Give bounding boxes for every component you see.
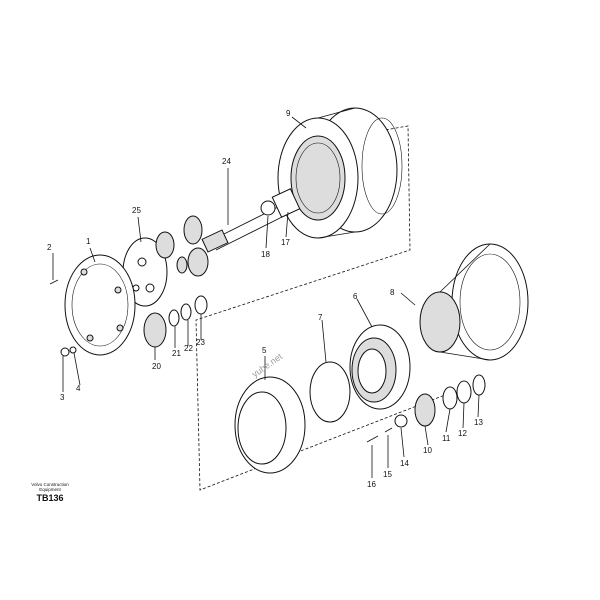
callout-11: 11 [442,434,451,443]
assembly-boundary [195,125,446,491]
callout-1: 1 [86,237,91,246]
callout-10: 10 [423,446,432,455]
thrust-plate-part-14 [394,414,408,428]
callout-12: 12 [458,429,467,438]
callout-24: 24 [222,157,231,166]
housing-part-9 [277,107,403,239]
callout-14: 14 [400,459,409,468]
callout-18: 18 [261,250,270,259]
snap-ring-part-18 [260,200,276,216]
callout-2: 2 [47,243,52,252]
spacer-part-12 [456,380,472,404]
floating-seal-part-5 [234,376,306,474]
bolt-part-2 [49,279,59,285]
bearing-part-11 [442,386,458,410]
callout-6: 6 [353,292,358,301]
o-ring-part-13 [472,374,486,396]
spacer-part-22 [180,303,192,321]
retaining-ring-part-7 [309,361,351,423]
gear-part-20 [143,312,167,348]
planet-gears-part-19 [155,215,209,277]
callout-5: 5 [262,346,267,355]
brand-line-2: Equipment [39,487,61,492]
watermark-text: yuhe.net [250,351,284,379]
callout-13: 13 [474,418,483,427]
callout-7: 7 [318,313,323,322]
leader-lines [52,116,480,478]
callout-15: 15 [383,470,392,479]
drawing-footer: Volvo Construction Equipment TB136 [10,482,90,503]
callout-17: 17 [281,238,290,247]
brand-line-1: Volvo Construction [31,482,69,487]
callout-20: 20 [152,362,161,371]
callout-25: 25 [132,206,141,215]
callout-8: 8 [390,288,395,297]
callout-16: 16 [367,480,376,489]
ring-gear-part-6 [349,324,411,410]
callout-3: 3 [60,393,65,402]
seal-ring-part-4 [69,346,77,354]
callout-4: 4 [76,384,81,393]
callout-21: 21 [172,349,181,358]
ring-part-23 [194,295,208,315]
bearing-part-21 [168,309,180,327]
pin-part-15 [384,427,393,433]
callout-23: 23 [196,338,205,347]
sun-gear-part-10 [414,393,436,427]
callout-9: 9 [286,109,291,118]
bolt-part-16 [366,435,379,443]
plug-part-3 [60,347,70,357]
drawing-code: TB136 [36,493,64,503]
hub-part-8 [419,243,529,361]
callout-22: 22 [184,344,193,353]
cover-plate-part-1 [64,254,136,356]
